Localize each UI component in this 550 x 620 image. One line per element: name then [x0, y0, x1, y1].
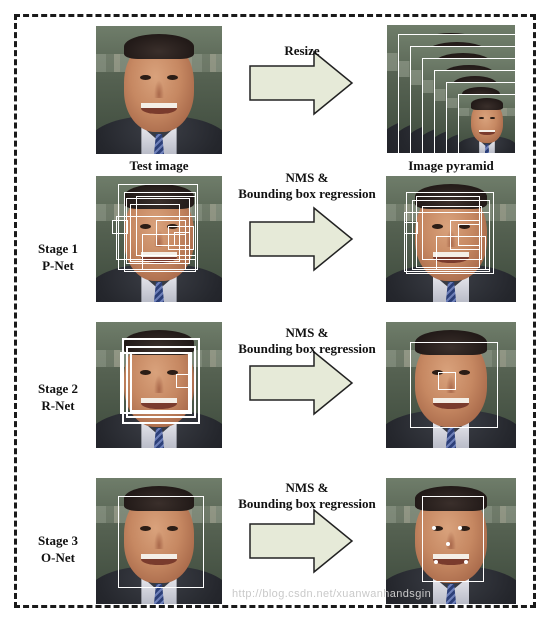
landmark-left-eye — [432, 526, 436, 530]
stage-2-arrow — [249, 350, 354, 416]
stage-2-output-image — [386, 322, 516, 448]
resize-arrow — [249, 50, 354, 116]
image-pyramid-label: Image pyramid — [408, 158, 494, 173]
stage-3-arrow — [249, 508, 354, 574]
landmark-nose — [446, 542, 450, 546]
watermark: http://blog.csdn.net/xuanwanhandsgin — [232, 588, 432, 600]
stage-1-arrow — [249, 206, 354, 272]
test-image — [96, 26, 222, 154]
image-pyramid — [386, 24, 516, 154]
stage-3-output-image — [386, 478, 516, 604]
landmark-mouth-left — [434, 560, 438, 564]
landmark-mouth-right — [464, 560, 468, 564]
test-image-label: Test image — [129, 158, 189, 173]
stage-3-input-image — [96, 478, 222, 604]
dashed-frame — [14, 14, 536, 608]
stage-1-input-image — [96, 176, 222, 302]
stage-1-nms-label: NMS &Bounding box regression — [238, 170, 376, 201]
resize-label: Resize — [284, 43, 320, 58]
landmark-right-eye — [458, 526, 462, 530]
stage-3-nms-label: NMS &Bounding box regression — [238, 480, 376, 511]
stage-1-output-image — [386, 176, 516, 302]
stage-2-input-image — [96, 322, 222, 448]
stage-2-nms-label: NMS &Bounding box regression — [238, 325, 376, 356]
